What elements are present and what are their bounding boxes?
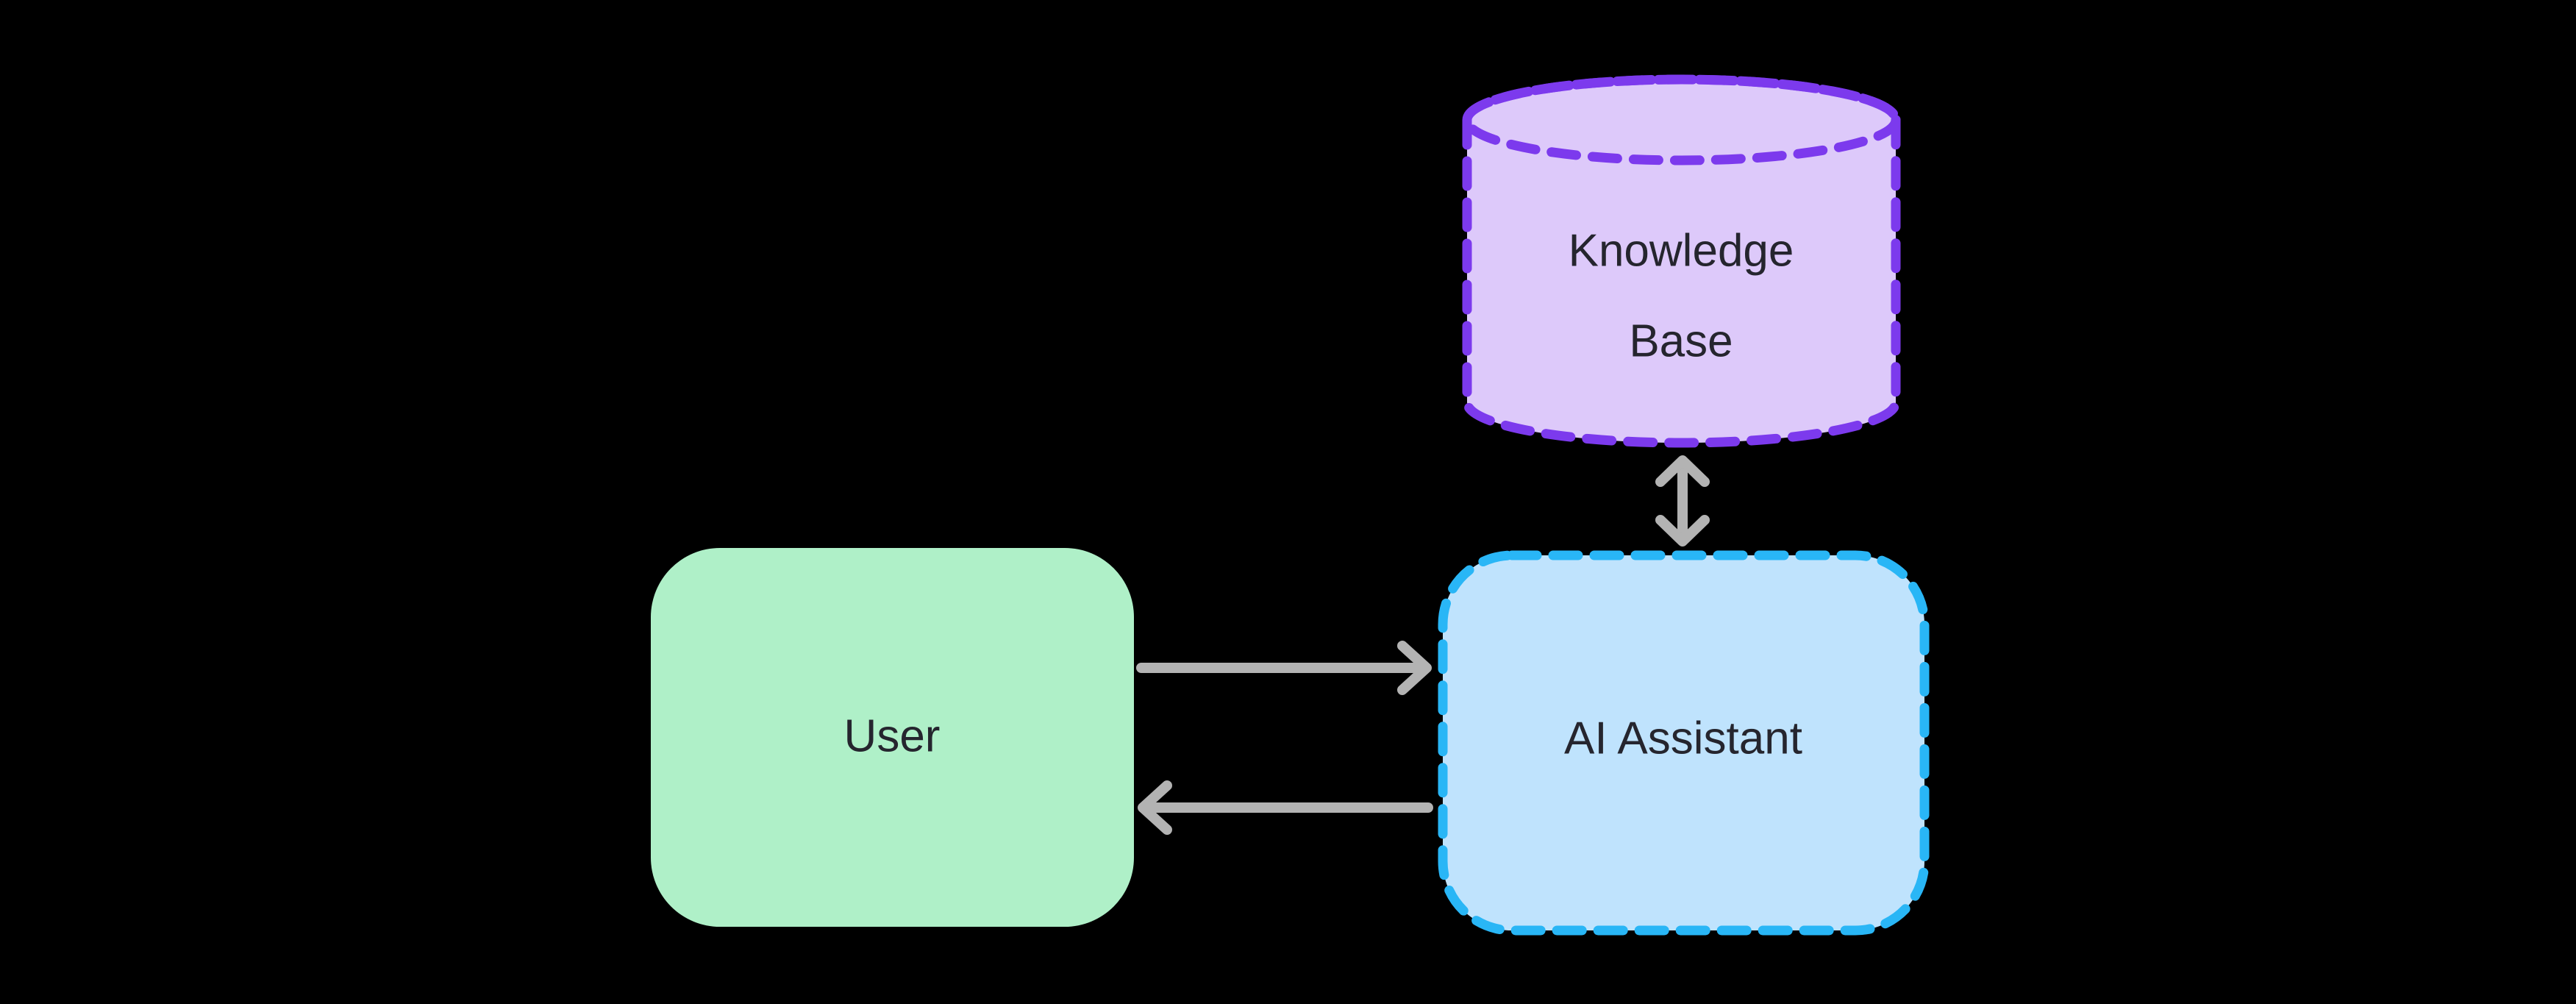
arrowhead-left-icon (1138, 780, 1172, 835)
arrowhead-down-icon (1655, 515, 1710, 546)
ai-assistant-box-fill (1443, 555, 1924, 930)
user-box-fill (651, 548, 1134, 927)
user-label: User (844, 711, 941, 761)
edge-assistant-knowledge-base[interactable] (1655, 455, 1710, 546)
node-ai-assistant[interactable]: AI Assistant (1438, 550, 1930, 936)
knowledge-base-outline (1462, 74, 1901, 448)
knowledge-base-label-line1: Knowledge (1569, 225, 1794, 276)
ai-assistant-label: AI Assistant (1564, 713, 1802, 763)
arrowhead-right-icon (1397, 641, 1432, 695)
arrowhead-up-icon (1655, 455, 1710, 487)
knowledge-base-top-rim (1462, 74, 1901, 165)
node-knowledge-base[interactable]: Knowledge Base (1462, 74, 1901, 448)
ai-assistant-box-outline (1438, 550, 1930, 936)
edge-user-to-assistant[interactable] (1136, 641, 1432, 695)
node-user[interactable]: User (651, 548, 1134, 927)
knowledge-base-body-fill (1467, 79, 1896, 443)
edge-assistant-to-user[interactable] (1138, 780, 1433, 835)
knowledge-base-label-line2: Base (1629, 316, 1733, 366)
